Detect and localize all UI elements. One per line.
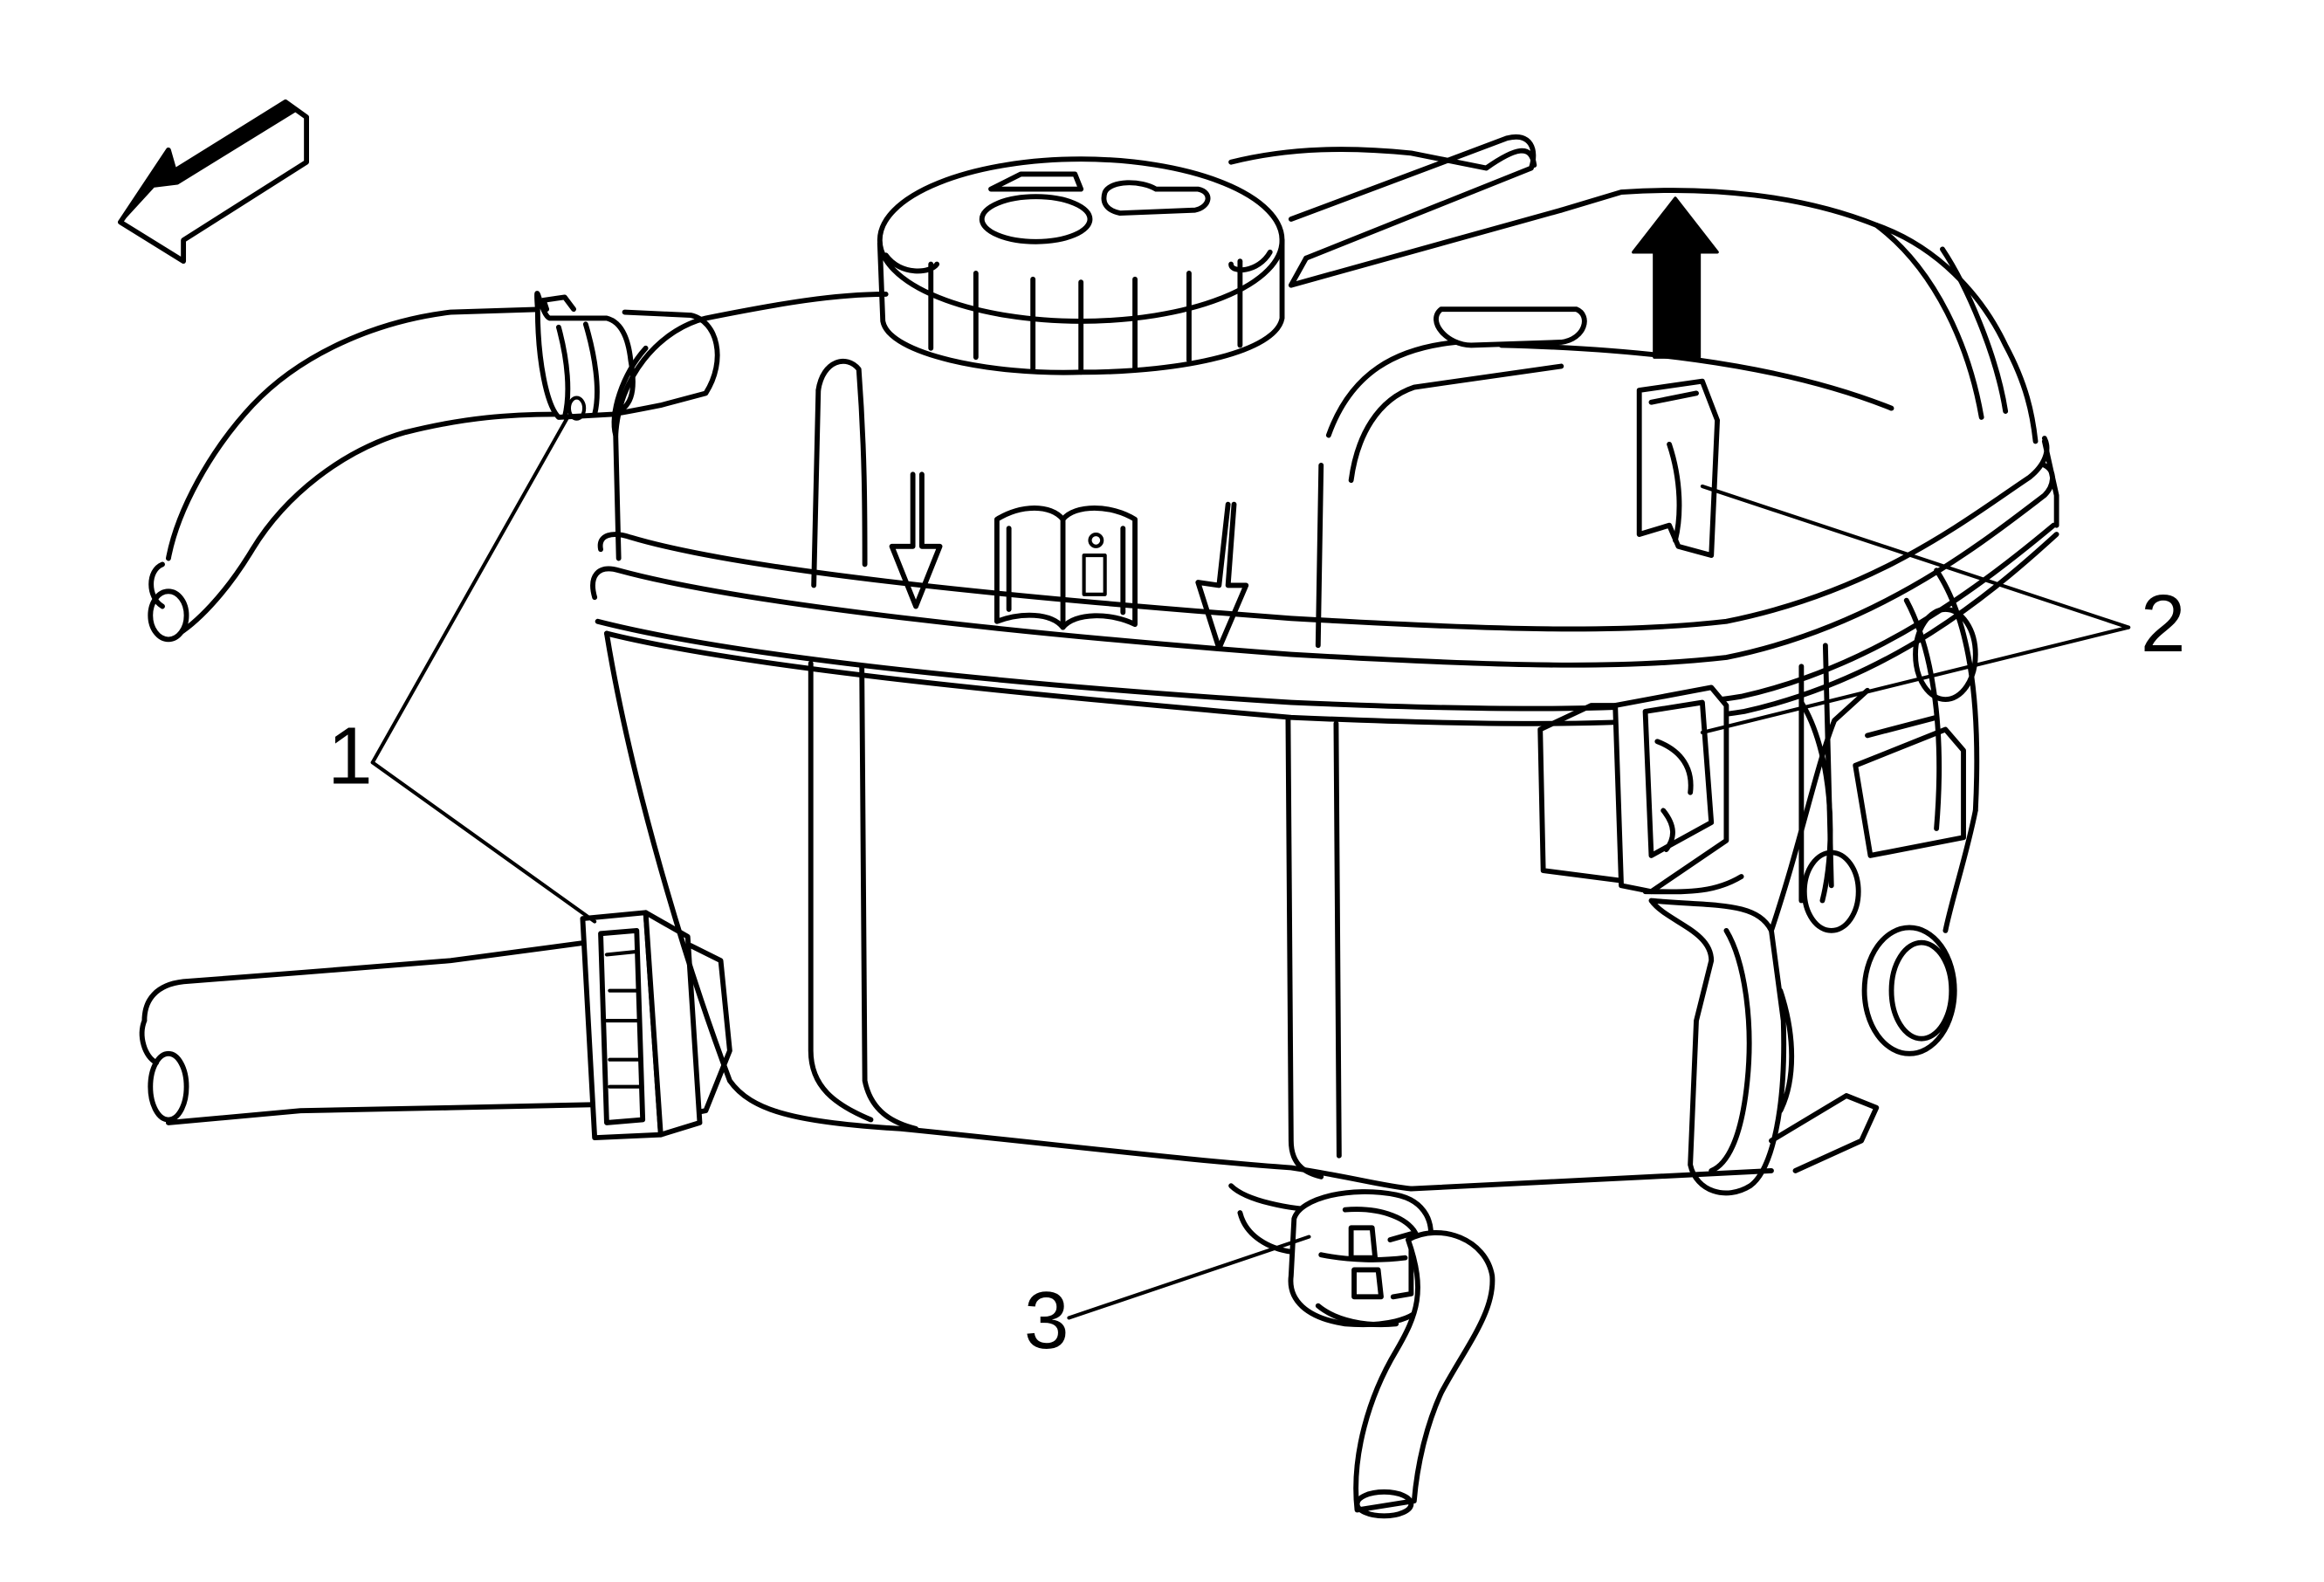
upper-retaining-tab	[1636, 378, 1721, 559]
side-retaining-tab	[1537, 684, 1744, 895]
removal-arrow-icon	[1632, 196, 1719, 359]
upper-hose-clamp	[534, 291, 636, 421]
fill-level-arrow-icon	[1195, 501, 1249, 651]
bottom-outlet-hose	[1228, 1183, 1495, 1519]
reservoir-tank	[590, 134, 2059, 1192]
callout-3: 3	[1024, 1275, 1069, 1365]
callout-1: 1	[327, 710, 373, 801]
owners-manual-icon	[994, 506, 1138, 630]
lower-hose-clamp	[580, 910, 703, 1141]
lower-hose	[139, 939, 732, 1125]
direction-arrow-icon	[117, 99, 309, 265]
mounting-bracket	[1648, 607, 1978, 1196]
upper-hose	[148, 306, 720, 643]
callout-leaders	[370, 415, 2131, 1320]
fill-level-arrow-icon	[889, 471, 943, 609]
callout-2: 2	[2141, 578, 2186, 669]
filler-cap	[877, 156, 1285, 375]
